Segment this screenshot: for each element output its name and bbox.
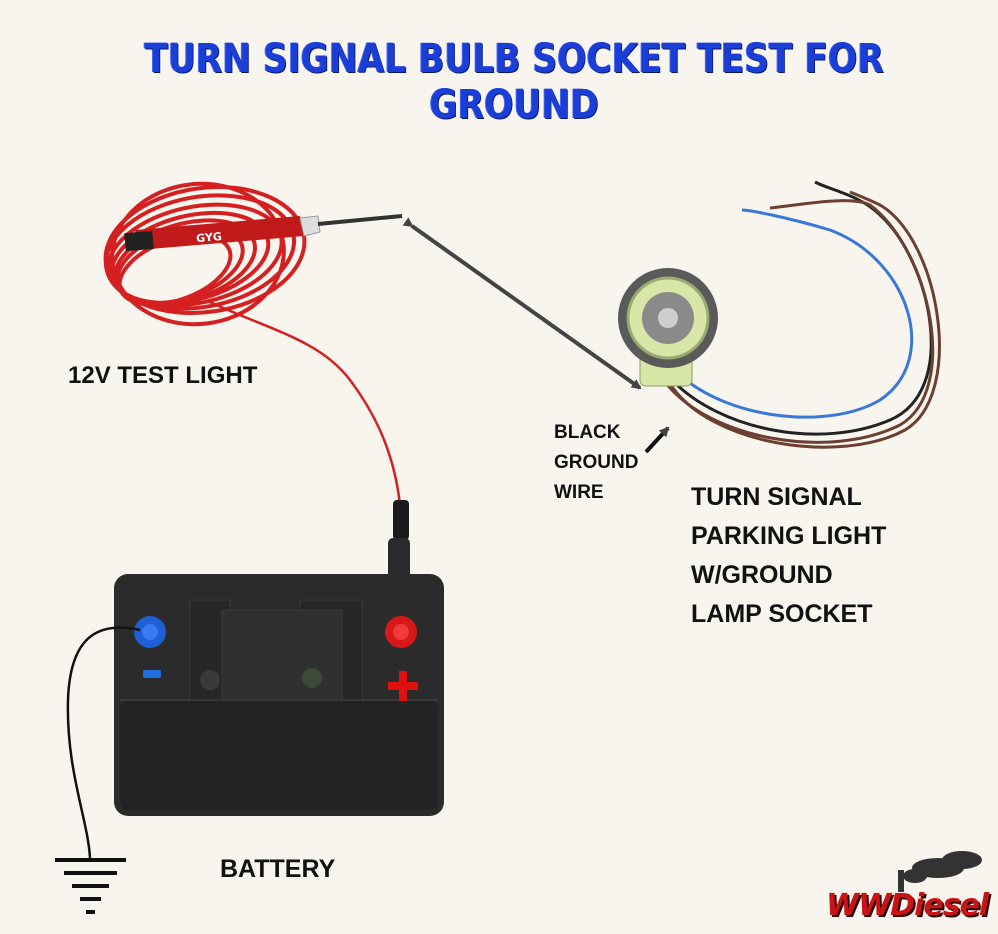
ground-wire-label-line: GROUND: [554, 452, 639, 473]
diagram-title: TURN SIGNAL BULB SOCKET TEST FOR GROUND: [144, 36, 884, 128]
test-light-lead-wire: [209, 300, 402, 506]
socket-label-line: W/GROUND: [691, 561, 833, 589]
lamp-socket: [618, 268, 718, 387]
ground-wire-label-line: WIRE: [554, 482, 604, 503]
ground-wire-pointer-arrow: [644, 426, 670, 454]
earth-ground-symbol: [55, 858, 126, 914]
probe-to-socket-arrow: [402, 217, 642, 390]
ground-wire-label: BLACK GROUND WIRE: [554, 418, 638, 508]
socket-label-line: LAMP SOCKET: [691, 600, 873, 628]
socket-label: TURN SIGNAL PARKING LIGHT W/GROUND LAMP …: [691, 478, 886, 634]
test-light-label: 12V TEST LIGHT: [68, 362, 258, 389]
test-light-probe: GYG: [124, 214, 403, 252]
test-light-brand-text: GYG: [196, 230, 223, 245]
test-light-coiled-cord: [103, 181, 307, 327]
socket-wires: [663, 180, 941, 449]
battery-ground-wire: [66, 626, 141, 859]
battery-negative-symbol: [143, 670, 161, 678]
ground-wire-label-line: BLACK: [554, 422, 621, 443]
socket-label-line: TURN SIGNAL: [691, 483, 862, 511]
logo-smoke-icon: [898, 851, 982, 892]
socket-label-line: PARKING LIGHT: [691, 522, 887, 550]
brand-logo: WWDiesel: [826, 888, 989, 923]
battery: [114, 574, 444, 816]
battery-label: BATTERY: [220, 855, 336, 883]
